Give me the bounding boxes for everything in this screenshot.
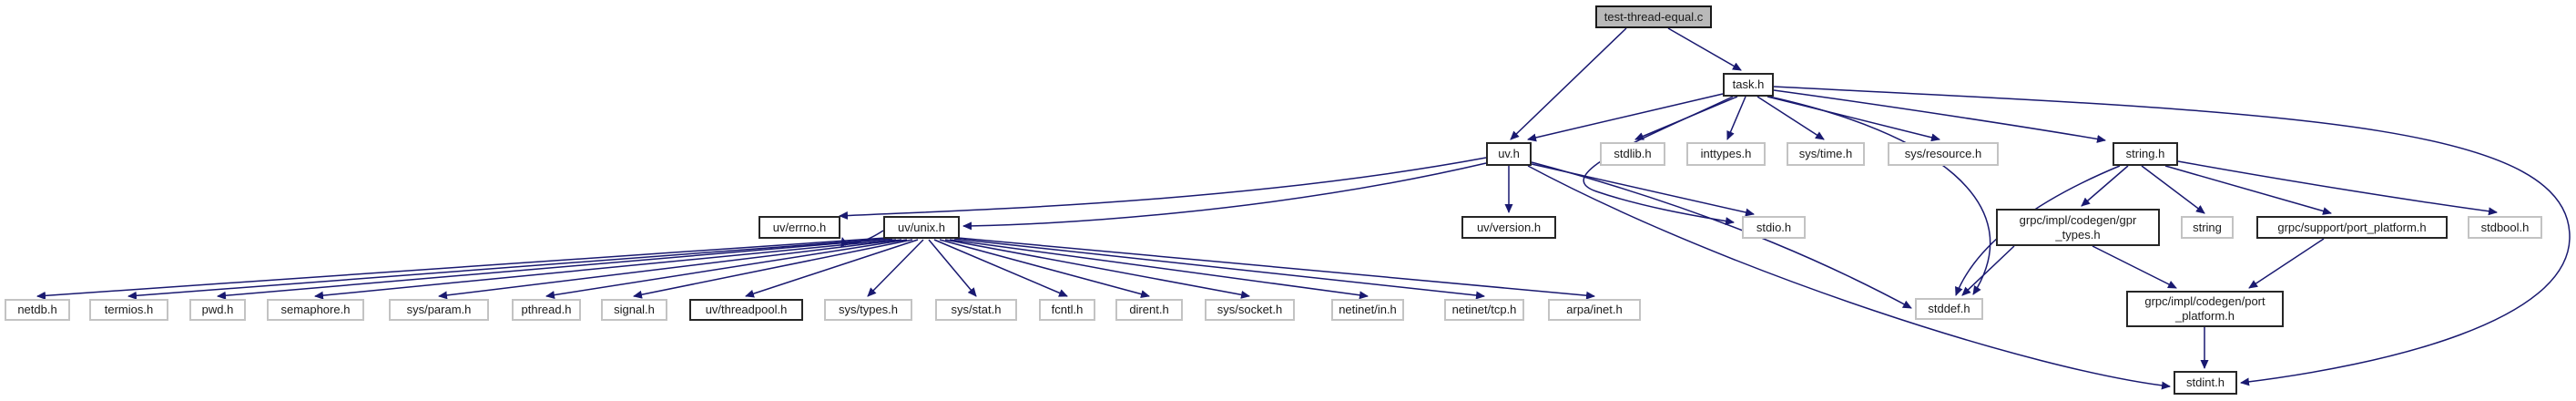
node-stdbool: stdbool.h — [2468, 216, 2542, 239]
node-stringh[interactable]: string.h — [2113, 142, 2178, 166]
edge-task-to-sysresource — [1767, 96, 1940, 142]
edge-uv-to-stdio — [1531, 163, 1755, 217]
edge-task-to-inttypes — [1726, 96, 1746, 140]
node-signal: signal.h — [601, 299, 667, 321]
node-task[interactable]: task.h — [1723, 73, 1774, 97]
node-sysparam: sys/param.h — [389, 299, 489, 321]
edge-stringh-to-stringnode — [2141, 165, 2205, 214]
edge-uvunix-to-sysstat — [928, 239, 977, 297]
node-uvunix[interactable]: uv/unix.h — [883, 216, 960, 239]
node-termios: termios.h — [89, 299, 168, 321]
edge-task-to-uv — [1527, 93, 1724, 142]
edge-uvunix-to-netinettcp — [953, 238, 1485, 300]
edge-uv-to-stddef — [1531, 161, 1912, 309]
edge-stringh-to-supportpp — [2164, 165, 2332, 215]
node-uv[interactable]: uv.h — [1486, 142, 1532, 166]
edge-stringh-to-stdbool — [2177, 160, 2498, 216]
edge-uvunix-to-syssocket — [944, 239, 1250, 299]
node-supportpp[interactable]: grpc/support/port_platform.h — [2256, 216, 2448, 239]
edge-supportpp-to-implpp — [2248, 238, 2325, 289]
edge-uv-to-uverrno — [839, 157, 1487, 221]
edge-uv-to-stdint — [1527, 165, 2171, 390]
edge-uvunix-to-termios — [127, 238, 890, 300]
edge-uv-to-uvunix — [962, 162, 1487, 231]
edge-gprtypes-to-stddef — [1961, 245, 2015, 296]
node-systime: sys/time.h — [1787, 142, 1865, 166]
edge-uvunix-to-netinetin — [949, 239, 1369, 300]
edge-stringh-to-gprtypes — [2081, 165, 2129, 207]
node-stddef: stddef.h — [1915, 298, 1983, 320]
node-stdint[interactable]: stdint.h — [2174, 371, 2237, 395]
node-inttypes: inttypes.h — [1686, 142, 1766, 166]
node-implpp[interactable]: grpc/impl/codegen/port _platform.h — [2126, 291, 2284, 327]
edge-uvunix-to-signal — [633, 239, 913, 299]
node-stdlib: stdlib.h — [1600, 142, 1665, 166]
edge-uvunix-to-netdb — [36, 237, 887, 300]
edge-uvunix-to-uvthreadpool — [745, 239, 919, 298]
edge-root-to-task — [1667, 27, 1742, 71]
edge-task-to-stdlib — [1634, 96, 1738, 140]
node-uvthreadpool[interactable]: uv/threadpool.h — [689, 299, 803, 321]
edge-uvunix-to-semaphore — [314, 239, 897, 300]
node-semaphore: semaphore.h — [267, 299, 364, 321]
node-stringnode: string — [2181, 216, 2234, 239]
node-syssocket: sys/socket.h — [1205, 299, 1295, 321]
edge-uvunix-to-uverrno — [840, 230, 884, 247]
edge-uvunix-to-arpainet — [957, 237, 1595, 300]
edge-gprtypes-to-implpp — [2092, 245, 2177, 289]
node-uverrno[interactable]: uv/errno.h — [759, 216, 840, 239]
node-sysresource: sys/resource.h — [1888, 142, 1999, 166]
edge-task-to-stringh — [1773, 89, 2106, 143]
node-uvversion[interactable]: uv/version.h — [1461, 216, 1556, 239]
node-netdb: netdb.h — [5, 299, 70, 321]
node-pwd: pwd.h — [189, 299, 246, 321]
edge-uvunix-to-dirent — [939, 239, 1150, 299]
edge-task-to-systime — [1756, 96, 1825, 140]
node-stdio: stdio.h — [1742, 216, 1806, 239]
edge-uvunix-to-sysparam — [438, 239, 902, 300]
node-dirent: dirent.h — [1115, 299, 1183, 321]
edge-root-to-uv — [1510, 27, 1627, 140]
node-arpainet: arpa/inet.h — [1548, 299, 1641, 321]
node-netinetin: netinet/in.h — [1331, 299, 1404, 321]
node-sysstat: sys/stat.h — [935, 299, 1017, 321]
node-fcntl: fcntl.h — [1039, 299, 1095, 321]
node-netinettcp: netinet/tcp.h — [1444, 299, 1524, 321]
edge-task-to-stddef — [1768, 96, 1991, 295]
edge-uvunix-to-systypes — [867, 239, 924, 297]
node-root: test-thread-equal.c — [1595, 5, 1712, 28]
edge-uvunix-to-pthread — [545, 239, 908, 300]
edge-uvunix-to-fcntl — [933, 239, 1068, 297]
node-pthread: pthread.h — [512, 299, 581, 321]
node-systypes: sys/types.h — [824, 299, 912, 321]
edge-uvunix-to-pwd — [217, 238, 893, 300]
edge-task-to-stdint — [1773, 86, 2571, 386]
node-gprtypes[interactable]: grpc/impl/codegen/gpr _types.h — [1996, 209, 2160, 246]
